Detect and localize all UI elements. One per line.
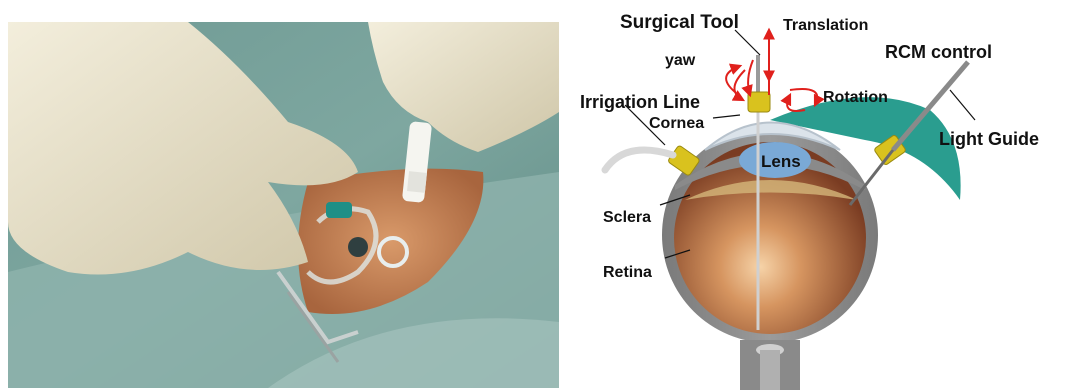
label-irrigation-line: Irrigation Line (580, 92, 700, 112)
trocar-port-top (748, 92, 770, 112)
label-rcm-control: RCM control (885, 42, 992, 62)
label-cornea: Cornea (649, 115, 704, 132)
label-sclera: Sclera (603, 209, 651, 226)
motion-arrows (726, 30, 817, 111)
label-surgical-tool: Surgical Tool (620, 12, 739, 33)
irrigation-line (605, 150, 673, 170)
label-yaw: yaw (665, 52, 696, 69)
label-retina: Retina (603, 264, 652, 281)
eye-diagram: Surgical Tool Translation yaw RCM contro… (565, 0, 1065, 390)
label-rotation: Rotation (823, 89, 888, 106)
label-light-guide: Light Guide (939, 129, 1039, 149)
label-lens: Lens (761, 152, 801, 171)
label-translation: Translation (783, 17, 868, 34)
surgery-photo (8, 22, 559, 388)
